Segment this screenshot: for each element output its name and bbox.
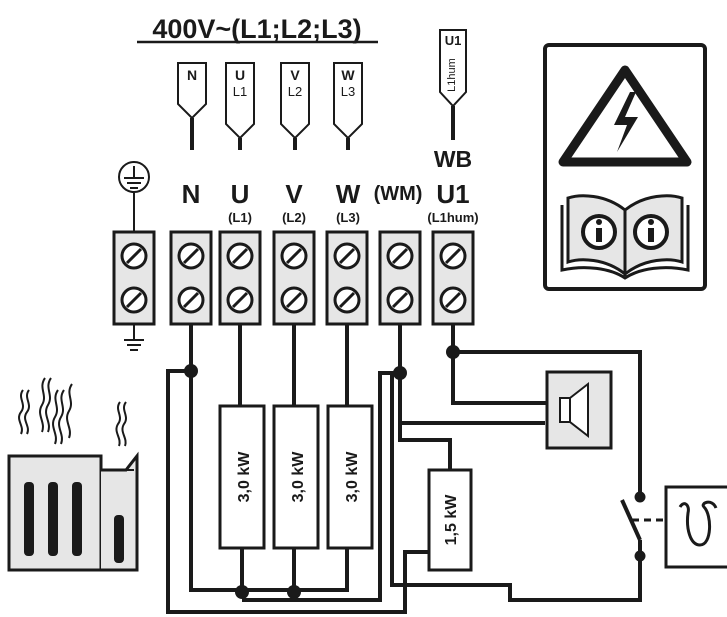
terminal-v xyxy=(272,230,316,326)
wb-cable-tag: U1 L1hum xyxy=(439,29,467,140)
heater-element-2: 3,0 kW xyxy=(272,404,320,550)
speaker-icon xyxy=(545,370,613,450)
wire-wm-speaker xyxy=(398,373,545,425)
terminal-label-u1-sub: (L1hum) xyxy=(427,210,478,225)
terminal-n xyxy=(169,230,213,326)
heater-element-4: 1,5 kW xyxy=(427,468,473,572)
heater-element-1: 3,0 kW xyxy=(218,404,266,550)
terminal-label-u: U xyxy=(231,179,250,209)
wire-wm-switch xyxy=(390,373,642,602)
wire-u1-switch xyxy=(453,350,642,497)
svg-text:N: N xyxy=(187,67,197,83)
wb-label: WB xyxy=(434,146,472,172)
svg-text:L1hum: L1hum xyxy=(446,58,458,92)
wire-n-loop xyxy=(166,369,440,614)
manual-info-book-icon xyxy=(560,194,690,280)
terminal-label-wm: (WM) xyxy=(374,183,423,205)
svg-text:U1: U1 xyxy=(445,33,462,48)
svg-text:3,0 kW: 3,0 kW xyxy=(236,451,253,503)
sauna-heater-icon xyxy=(7,377,139,572)
terminal-w xyxy=(325,230,369,326)
svg-text:W: W xyxy=(341,67,355,83)
terminal-u1 xyxy=(431,230,475,326)
svg-text:U: U xyxy=(235,67,245,83)
terminal-label-u1: U1 xyxy=(436,179,469,209)
svg-text:3,0 kW: 3,0 kW xyxy=(290,451,307,503)
wire-w-heater-bottom xyxy=(294,548,349,592)
terminal-block xyxy=(112,230,475,326)
terminal-label-u-sub: (L1) xyxy=(228,210,252,225)
svg-text:3,0 kW: 3,0 kW xyxy=(344,451,361,503)
earth-terminal-icon xyxy=(124,324,144,351)
cable-tag-w: W L3 xyxy=(333,62,363,150)
cable-tag-v: V L2 xyxy=(280,62,310,150)
supply-title: 400V~(L1;L2;L3) xyxy=(152,14,361,44)
sensor-switch xyxy=(620,491,665,562)
warning-panel xyxy=(543,43,707,291)
terminal-label-v: V xyxy=(285,179,303,209)
high-voltage-warning-icon xyxy=(558,65,692,167)
humidity-sensor-icon xyxy=(664,485,727,569)
junction-dots xyxy=(184,345,460,599)
heater-element-3: 3,0 kW xyxy=(326,404,374,550)
cable-tag-u: U L1 xyxy=(225,62,255,150)
terminal-pe xyxy=(112,230,156,326)
svg-text:L2: L2 xyxy=(288,84,302,99)
junction-dot xyxy=(184,364,198,378)
svg-text:V: V xyxy=(290,67,300,83)
junction-dot xyxy=(235,585,249,599)
terminal-label-w: W xyxy=(336,179,361,209)
wire-wm-loop xyxy=(242,371,400,602)
svg-text:L3: L3 xyxy=(341,84,355,99)
junction-dot xyxy=(446,345,460,359)
terminal-label-w-sub: (L3) xyxy=(336,210,360,225)
terminal-label-n: N xyxy=(182,179,201,209)
junction-dot xyxy=(287,585,301,599)
svg-text:1,5 kW: 1,5 kW xyxy=(443,494,460,546)
junction-dot xyxy=(393,366,407,380)
terminal-u xyxy=(218,230,262,326)
wire-neutral-bus xyxy=(242,548,296,592)
terminal-wm xyxy=(378,230,422,326)
wire-u1-speaker xyxy=(451,352,547,405)
cable-tag-n: N xyxy=(177,62,207,150)
svg-text:L1: L1 xyxy=(233,84,247,99)
earth-ground-icon xyxy=(118,161,150,232)
terminal-label-v-sub: (L2) xyxy=(282,210,306,225)
wire-wm-heater4 xyxy=(398,373,452,470)
